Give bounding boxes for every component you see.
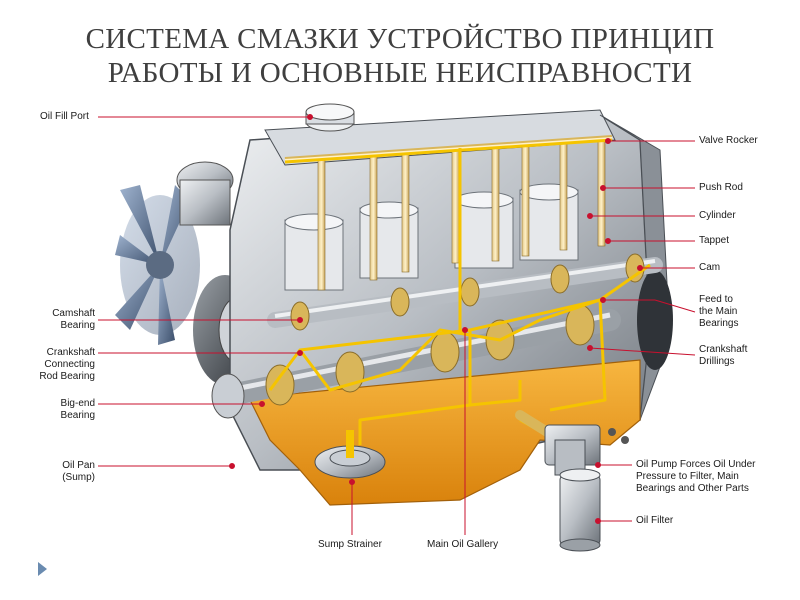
label-sump-strainer: Sump Strainer — [318, 539, 382, 550]
slide-title: СИСТЕМА СМАЗКИ УСТРОЙСТВО ПРИНЦИП РАБОТЫ… — [0, 22, 800, 90]
sump-strainer — [314, 430, 386, 479]
label-oil-pump: Oil Pump Forces Oil Under Pressure to Fi… — [636, 459, 755, 495]
label-oil-pan-line-2: (Sump) — [62, 472, 95, 483]
label-pump-line-1: Oil Pump Forces Oil Under — [636, 459, 756, 470]
cooling-fan — [115, 185, 200, 345]
label-push-rod: Push Rod — [699, 182, 743, 193]
label-oil-pan-line-1: Oil Pan — [62, 460, 95, 471]
label-bigend-line-2: Bearing — [60, 410, 95, 421]
label-cylinder: Cylinder — [699, 210, 736, 221]
label-camshaft-bearing-line-1: Camshaft — [52, 308, 95, 319]
slide-title-line-2: РАБОТЫ И ОСНОВНЫЕ НЕИСПРАВНОСТИ — [107, 57, 693, 89]
label-crankshaft-connecting-rod-bearing: Crankshaft Connecting Rod Bearing — [30, 347, 95, 383]
label-crankshaft-conn-line-3: Rod Bearing — [39, 371, 95, 382]
label-feed-line-1: Feed to — [699, 294, 733, 305]
label-oil-fill-port: Oil Fill Port — [40, 111, 89, 122]
label-pump-line-3: Bearings and Other Parts — [636, 483, 749, 494]
label-tappet: Tappet — [699, 235, 730, 246]
next-slide-arrow-icon[interactable] — [38, 562, 47, 576]
label-feed-main-bearings: Feed to the Main Bearings — [699, 294, 738, 330]
label-big-end-bearing: Big-end Bearing — [40, 398, 95, 422]
label-feed-line-3: Bearings — [699, 318, 739, 329]
label-crankshaft-drillings: Crankshaft Drillings — [699, 344, 747, 368]
label-crank-drill-line-1: Crankshaft — [699, 344, 748, 355]
label-oil-filter: Oil Filter — [636, 515, 674, 526]
camshaft — [267, 253, 663, 331]
label-crankshaft-conn-line-2: Connecting — [44, 359, 95, 370]
oil-passages — [268, 138, 651, 447]
label-pump-line-2: Pressure to Filter, Main — [636, 471, 739, 482]
label-feed-line-2: the Main — [699, 306, 738, 317]
label-camshaft-bearing: Camshaft Bearing — [40, 308, 95, 332]
oil-filter — [559, 468, 601, 552]
label-main-oil-gallery: Main Oil Gallery — [427, 539, 499, 550]
leader-lines — [98, 114, 696, 535]
label-valve-rocker: Valve Rocker — [699, 135, 758, 146]
slide-title-line-1: СИСТЕМА СМАЗКИ УСТРОЙСТВО ПРИНЦИП — [85, 23, 715, 55]
label-oil-pan: Oil Pan (Sump) — [40, 460, 95, 484]
label-cam: Cam — [699, 262, 721, 273]
label-crankshaft-conn-line-1: Crankshaft — [46, 347, 95, 358]
label-camshaft-bearing-line-2: Bearing — [60, 320, 95, 331]
oil-pump — [515, 410, 629, 476]
label-bigend-line-1: Big-end — [60, 398, 95, 409]
label-crank-drill-line-2: Drillings — [699, 356, 735, 367]
